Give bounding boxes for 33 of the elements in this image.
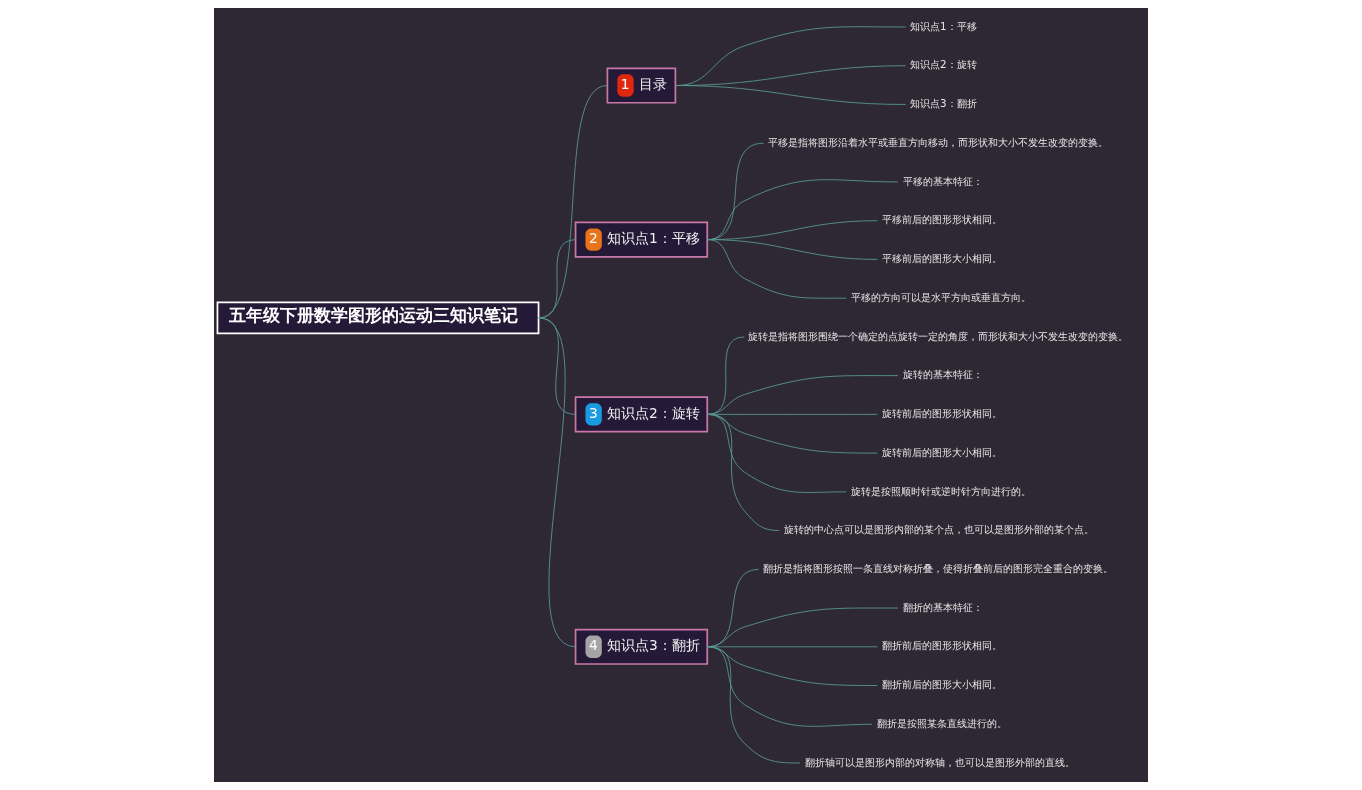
node-text: 翻折是按照某条直线进行的。 (876, 716, 1007, 729)
node-text: 翻折的基本特征： (902, 600, 983, 613)
connector (706, 413, 780, 531)
node-text: 平移前后的图形形状相同。 (882, 213, 1002, 226)
connector (706, 375, 899, 415)
node-box: 2 知识点1：平移 (574, 221, 709, 258)
node-box: 五年级下册数学图形的运动三知识笔记 (216, 301, 540, 335)
node-text: 翻折前后的图形大小相同。 (882, 678, 1002, 691)
connector (675, 85, 907, 105)
node-text: 平移是指将图形沿着水平或垂直方向移动，而形状和大小不发生改变的变换。 (768, 135, 1109, 148)
node-text: 旋转前后的图形形状相同。 (882, 407, 1002, 420)
node-box: 3 知识点2：旋转 (574, 396, 709, 433)
connector (706, 646, 873, 727)
node-text: 旋转前后的图形大小相同。 (882, 445, 1002, 458)
connector (706, 239, 847, 299)
node-text: 平移的基本特征： (902, 174, 983, 187)
node-text: 平移的方向可以是水平方向或垂直方向。 (851, 290, 1032, 303)
connector (538, 317, 576, 648)
node-text: 知识点1：平移 (909, 19, 977, 32)
connector (706, 646, 801, 764)
node-text: 翻折轴可以是图形内部的对称轴，也可以是图形外部的直线。 (804, 755, 1075, 768)
node-text: 旋转的基本特征： (902, 368, 983, 381)
node-text: 旋转是按照顺时针或逆时针方向进行的。 (851, 484, 1032, 497)
node-text: 旋转是指将图形围绕一个确定的点旋转一定的角度，而形状和大小不发生改变的变换。 (747, 329, 1128, 342)
node-text: 知识点2：旋转 (909, 58, 977, 71)
node-text: 翻折前后的图形形状相同。 (882, 639, 1002, 652)
node-text: 旋转的中心点可以是图形内部的某个点，也可以是图形外部的某个点。 (783, 523, 1094, 536)
connector (538, 317, 576, 415)
node-text: 翻折是指将图形按照一条直线对称折叠，使得折叠前后的图形完全重合的变换。 (763, 561, 1114, 574)
node-text: 知识点3：翻折 (909, 97, 977, 110)
node-box: 4 知识点3：翻折 (574, 628, 709, 665)
node-box: 1 目录 (606, 67, 677, 104)
node-text: 平移前后的图形大小相同。 (882, 252, 1002, 265)
